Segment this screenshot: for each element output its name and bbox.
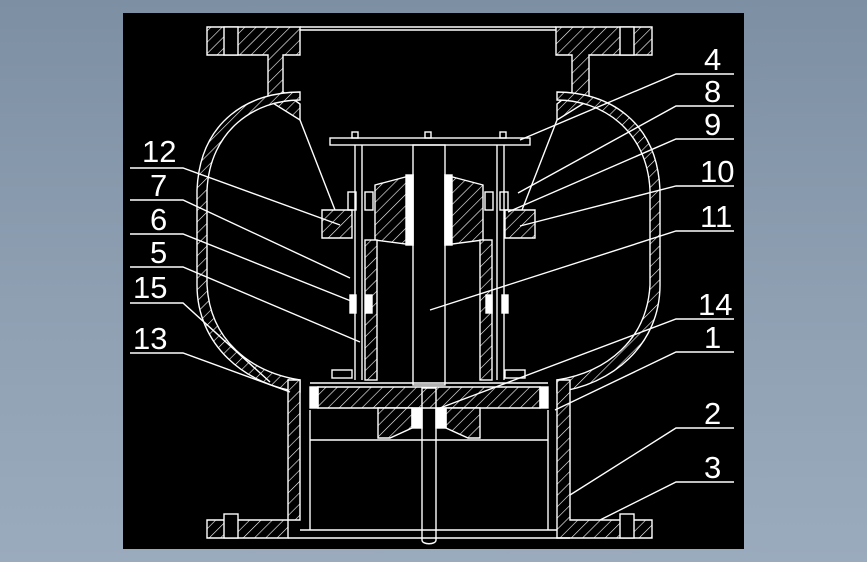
- bolt-hole-top-right: [619, 26, 635, 56]
- callout-9: 9: [704, 107, 721, 142]
- callout-13: 13: [133, 321, 167, 356]
- bolt-hole-top-left: [223, 26, 239, 56]
- callout-11: 11: [700, 199, 732, 234]
- callout-10: 10: [700, 154, 734, 189]
- callout-4: 4: [704, 42, 721, 77]
- valve-disc: [317, 386, 541, 409]
- bolt-hole-bottom-left: [223, 513, 239, 539]
- callout-8: 8: [704, 74, 721, 109]
- callout-labels: 4 8 9 10 11 12 7 6 5 15 14 1 13 2 3: [133, 42, 734, 485]
- valve-section-drawing: 4 8 9 10 11 12 7 6 5 15 14 1 13 2 3: [130, 26, 734, 545]
- callout-14: 14: [698, 287, 732, 322]
- bottom-neck-left: [206, 379, 301, 539]
- callout-5: 5: [150, 235, 167, 270]
- cad-viewport[interactable]: 4 8 9 10 11 12 7 6 5 15 14 1 13 2 3: [123, 13, 744, 549]
- callout-6: 6: [150, 202, 167, 237]
- callout-12: 12: [142, 134, 176, 169]
- callout-15: 15: [133, 270, 167, 305]
- callout-1: 1: [704, 320, 721, 355]
- callout-2: 2: [704, 396, 721, 431]
- bottom-neck-right: [556, 379, 653, 539]
- bolt-hole-bottom-right: [619, 513, 635, 539]
- callout-7: 7: [150, 168, 167, 203]
- valve-body-shell: [196, 91, 301, 393]
- top-plate: [329, 137, 531, 146]
- valve-body-shell-right: [556, 91, 661, 393]
- leader-lines: [130, 73, 734, 521]
- central-stem: [412, 144, 446, 386]
- callout-3: 3: [704, 450, 721, 485]
